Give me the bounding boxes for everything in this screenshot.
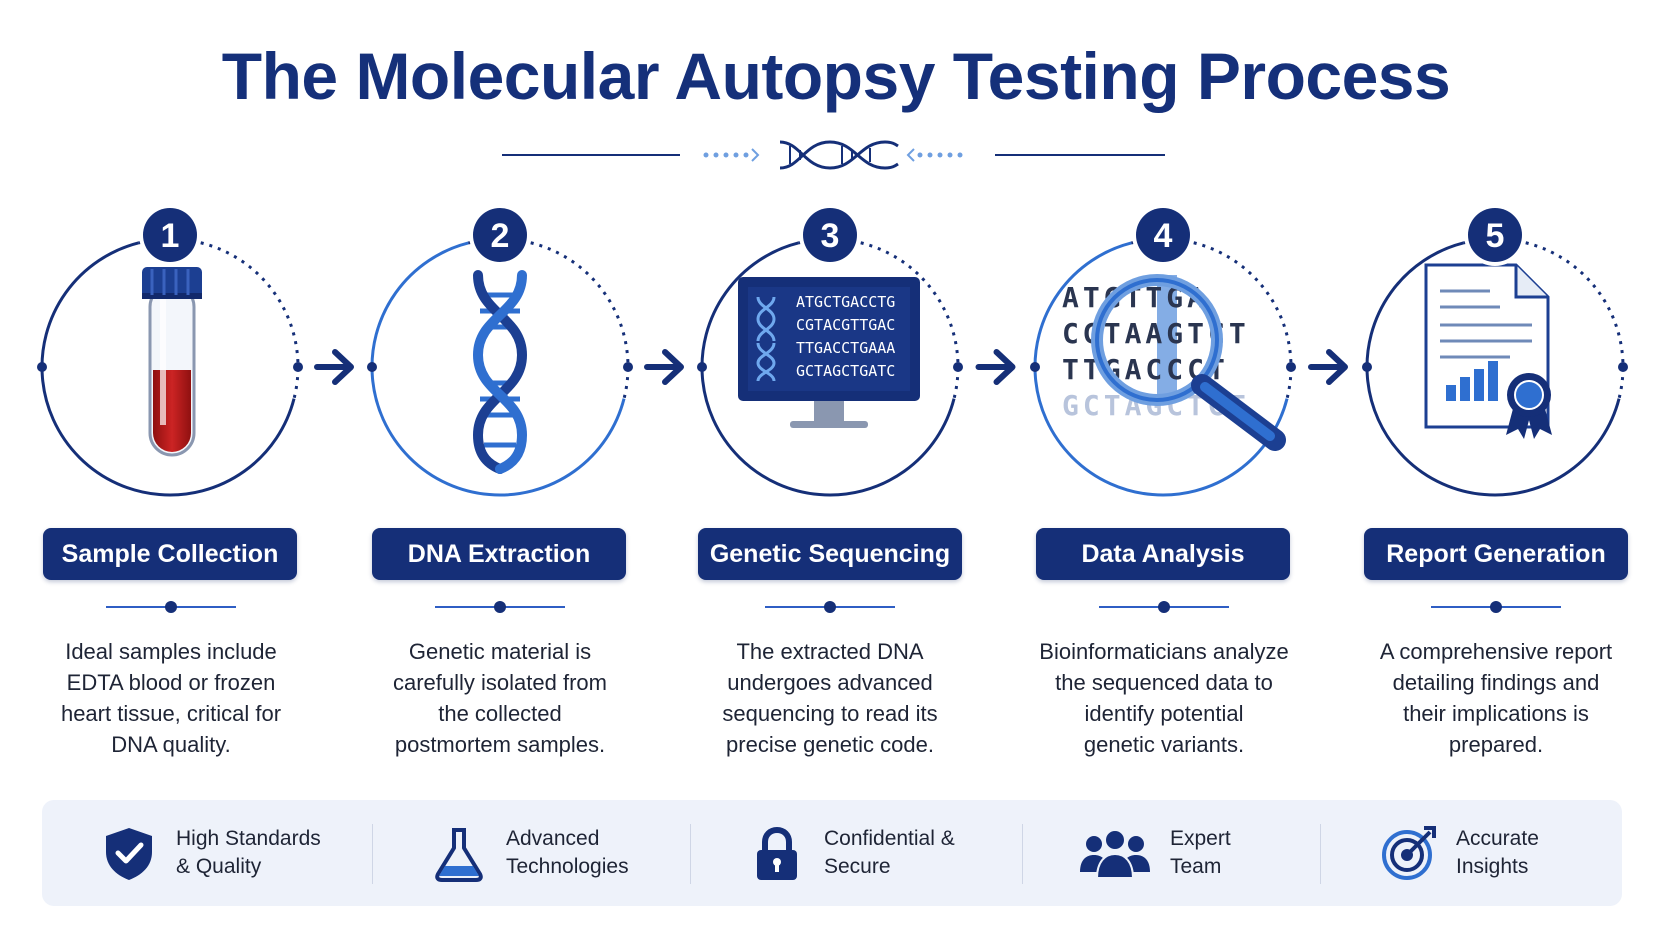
test-tube-icon: [142, 267, 202, 457]
sequencing-monitor-icon: ATGCTGACCTG CGTACGTTGAC TTGACCTGAAA GCTA…: [738, 277, 920, 428]
step-divider-2: [435, 600, 565, 614]
arrow-right-icon: [1308, 349, 1348, 385]
target-icon: [1382, 826, 1436, 880]
feature-separator: [1320, 824, 1321, 884]
step-divider-3: [765, 600, 895, 614]
page-title: The Molecular Autopsy Testing Process: [221, 39, 1451, 113]
step-label-1: Sample Collection: [43, 528, 297, 580]
step-label-4: Data Analysis: [1036, 528, 1290, 580]
feature-separator: [1022, 824, 1023, 884]
step-number-badge-3: 3: [799, 204, 861, 266]
step-ring-2: [367, 237, 633, 497]
feature-high-standards: High Standards& Quality: [100, 800, 321, 906]
step-number: 3: [821, 217, 840, 255]
step-number-badge-5: 5: [1464, 204, 1526, 266]
lock-icon: [757, 826, 797, 880]
feature-separator: [372, 824, 373, 884]
dna-divider: [502, 140, 1165, 170]
step-number: 4: [1154, 217, 1173, 255]
step-number-badge-1: 1: [139, 204, 201, 266]
feature-confidential-secure: Confidential &Secure: [748, 800, 955, 906]
process-steps-graphic: ATGCTGACCTG CGTACGTTGAC TTGACCTGAAA GCTA…: [37, 204, 1628, 497]
step-divider-1: [106, 600, 236, 614]
arrow-right-icon: [975, 349, 1016, 385]
sequence-line-2: CGTACGTTGAC: [796, 316, 895, 334]
step-number-badge-4: 4: [1132, 204, 1194, 266]
step-label-2: DNA Extraction: [372, 528, 626, 580]
arrow-right-icon: [644, 349, 684, 385]
step-divider-5: [1431, 600, 1561, 614]
sequence-line-3: TTGACCTGAAA: [796, 339, 895, 357]
step-divider-4: [1099, 600, 1229, 614]
flask-icon: [435, 828, 483, 882]
feature-separator: [690, 824, 691, 884]
step-label-3: Genetic Sequencing: [698, 528, 962, 580]
step-number-badge-2: 2: [469, 204, 531, 266]
dna-helix-icon: [472, 270, 528, 474]
team-icon: [1080, 829, 1150, 879]
arrow-right-icon: [314, 349, 354, 385]
step-label-5: Report Generation: [1364, 528, 1628, 580]
step-number: 1: [161, 217, 180, 255]
step-number: 2: [491, 217, 510, 255]
step-number: 5: [1486, 217, 1505, 255]
sequence-line-4: GCTAGCTGATC: [796, 362, 895, 380]
sequence-line-1: ATGCTGACCTG: [796, 293, 895, 311]
shield-check-icon: [106, 828, 152, 880]
report-document-icon: [1424, 263, 1552, 439]
